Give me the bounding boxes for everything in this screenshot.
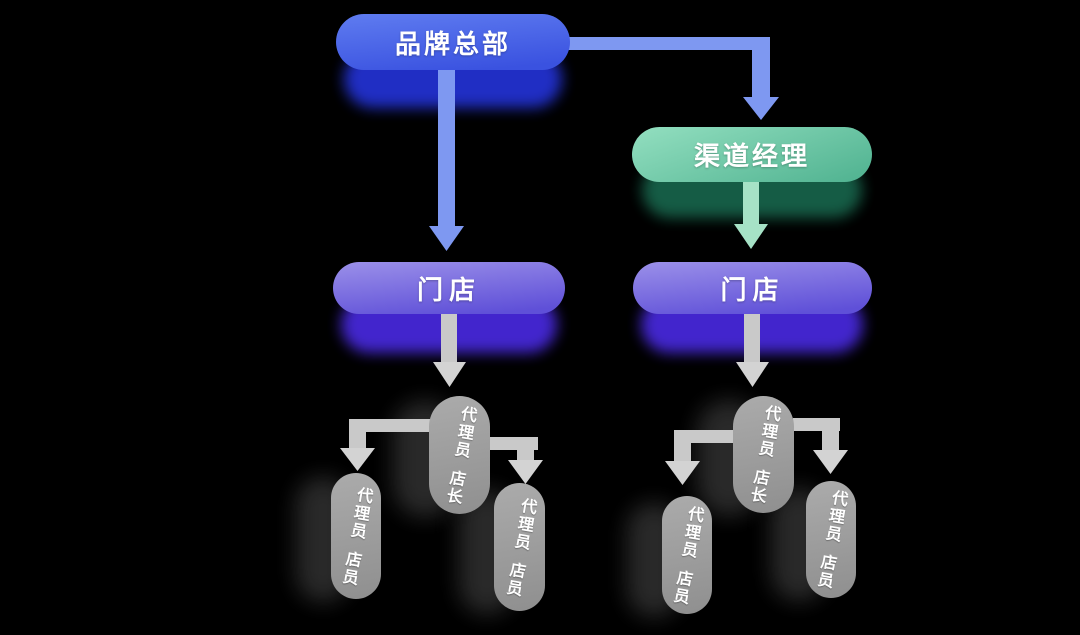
arrow-down-icon (743, 97, 779, 120)
connector-manager-left-to-clerk1-horizontal (349, 419, 430, 432)
store-left-label: 门店 (416, 275, 481, 306)
store-manager-left-label: 代理员 店长 (439, 403, 480, 507)
connector-manager-left-to-clerk2-vertical (517, 437, 534, 462)
connector-store-right-to-manager-vertical (744, 310, 760, 364)
arrow-down-icon (665, 461, 700, 485)
store-manager-right-node: 代理员 店长 (733, 396, 794, 513)
arrow-down-icon (433, 362, 466, 387)
arrow-down-icon (736, 362, 769, 387)
connector-manager-left-to-clerk1-vertical (349, 419, 366, 450)
brand-hq-label: 品牌总部 (394, 29, 511, 60)
role-text: 店员 (501, 559, 527, 599)
arrow-down-icon (340, 448, 375, 471)
arrow-down-icon (734, 224, 768, 249)
arrow-down-icon (813, 450, 848, 474)
arrow-down-icon (429, 226, 464, 251)
clerk-left-1-node: 代理员 店员 (331, 473, 381, 599)
brand-hq-node: 品牌总部 (336, 14, 570, 70)
agent-text: 代理员 (450, 403, 479, 461)
connector-hq-to-channel-manager-vertical (752, 37, 770, 99)
connector-hq-to-store-left-vertical (438, 64, 455, 228)
connector-store-left-to-manager-vertical (441, 310, 457, 364)
agent-text: 代理员 (346, 484, 375, 542)
channel-manager-node: 渠道经理 (632, 127, 872, 182)
store-right-node: 门店 (633, 262, 872, 314)
connector-hq-to-channel-manager-horizontal (566, 37, 770, 50)
clerk-left-2-node: 代理员 店员 (494, 483, 545, 611)
agent-text: 代理员 (821, 488, 850, 545)
role-text: 店员 (669, 567, 695, 607)
agent-text: 代理员 (677, 503, 706, 561)
clerk-left-2-label: 代理员 店员 (499, 495, 540, 599)
agent-text: 代理员 (754, 403, 783, 460)
store-left-node: 门店 (333, 262, 565, 314)
clerk-right-1-node: 代理员 店员 (662, 496, 712, 614)
clerk-left-1-label: 代理员 店员 (335, 484, 376, 588)
store-right-label: 门店 (720, 275, 785, 306)
role-text: 店长 (745, 467, 771, 506)
clerk-right-1-label: 代理员 店员 (666, 503, 707, 607)
connector-manager-right-to-clerk1-vertical (674, 430, 691, 463)
role-text: 店员 (338, 548, 364, 588)
connector-manager-right-to-clerk2-vertical (822, 418, 839, 452)
role-text: 店长 (441, 467, 467, 507)
agent-text: 代理员 (510, 495, 539, 553)
store-manager-right-label: 代理员 店长 (743, 403, 784, 507)
arrow-down-icon (508, 460, 543, 484)
store-manager-left-node: 代理员 店长 (429, 396, 490, 514)
channel-manager-label: 渠道经理 (693, 142, 810, 172)
clerk-right-2-label: 代理员 店员 (810, 488, 851, 592)
connector-channel-manager-to-store-right-vertical (743, 178, 759, 226)
clerk-right-2-node: 代理员 店员 (806, 481, 856, 598)
role-text: 店员 (813, 552, 839, 591)
